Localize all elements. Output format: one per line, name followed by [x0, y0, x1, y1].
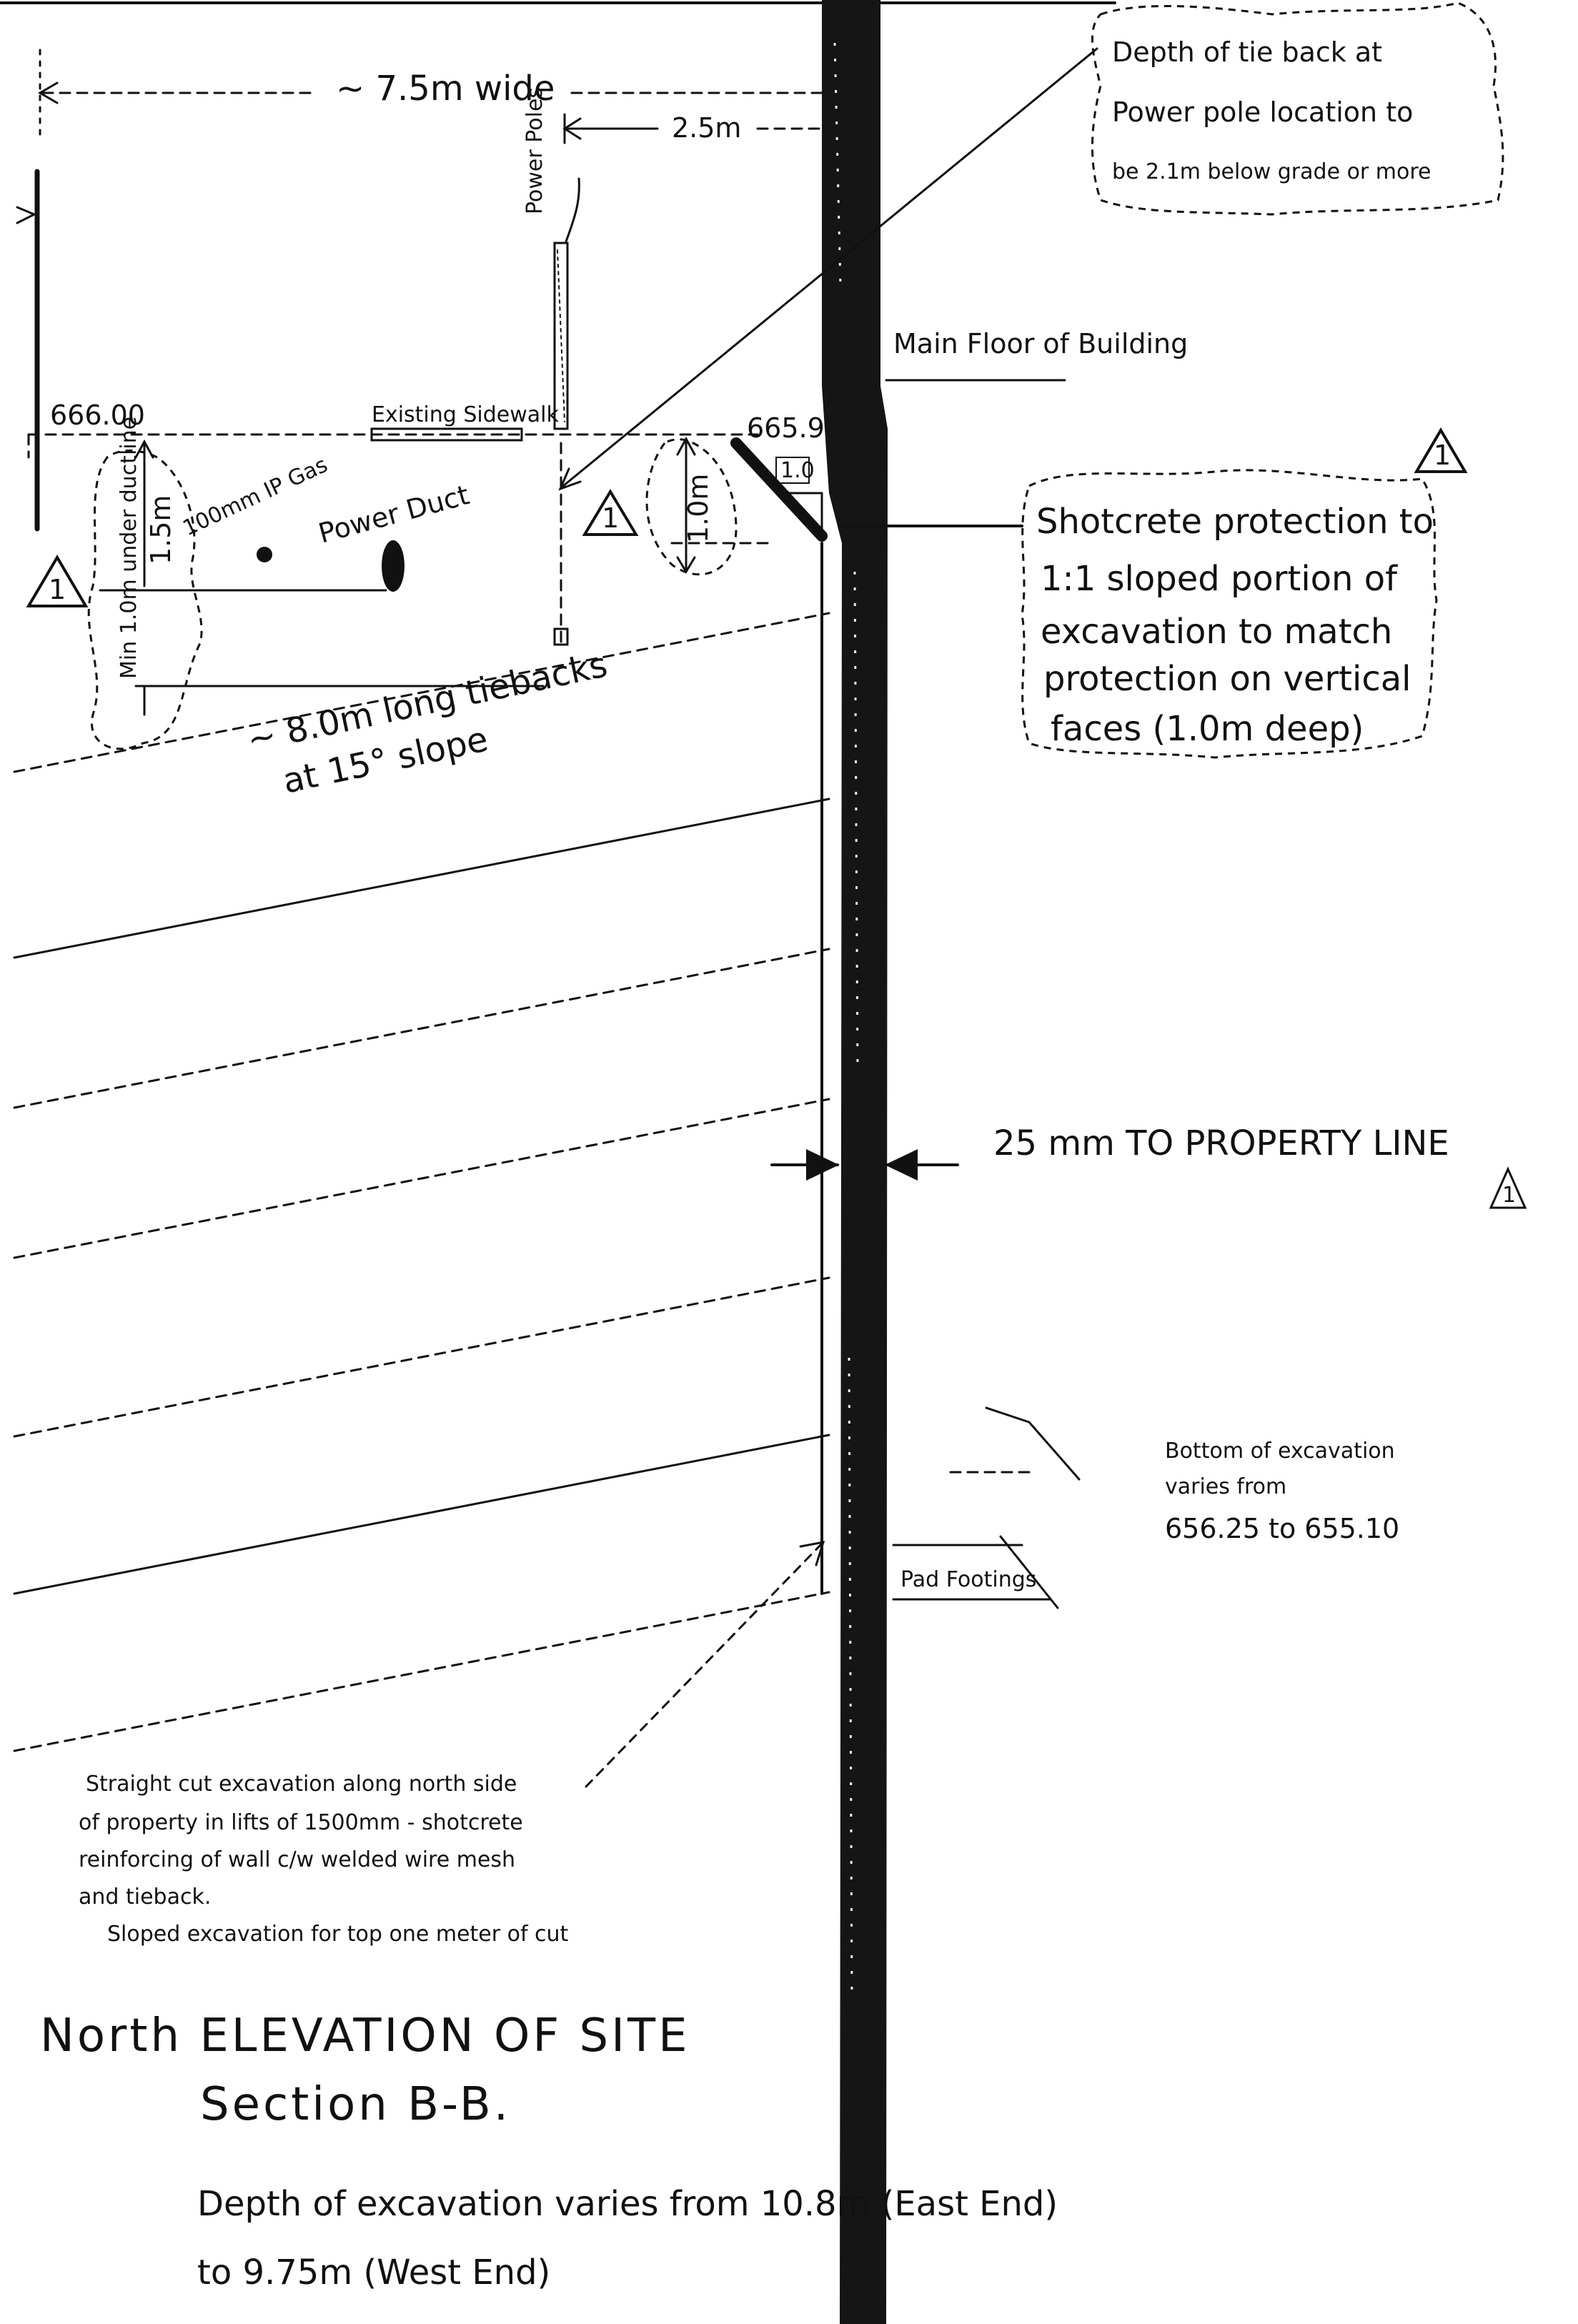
svg-text:1: 1 [1502, 1183, 1516, 1208]
straight-cut-note-line-1: Straight cut excavation along north side [86, 1772, 517, 1797]
sloped-height-cloud [645, 438, 738, 576]
straight-cut-arrow [799, 1541, 825, 1566]
slope-ratio-label: 1.0 [780, 458, 815, 483]
min-under-duct-cloud [87, 450, 203, 750]
shotcrete-note-line-4: protection on vertical [1043, 659, 1411, 699]
gas-line-label: 100mm IP Gas [179, 452, 332, 541]
excavation-bottom-marker [949, 1406, 1081, 1481]
revision-marker-2: 1 [582, 489, 639, 536]
revision-marker-3: 1 [1414, 427, 1468, 473]
sloped-height-label: 1.0m [683, 474, 714, 543]
power-pole [553, 177, 580, 646]
tieback-depth-leader [562, 47, 1098, 487]
revision-marker-4: 1 [1489, 1166, 1527, 1209]
left-boundary-arrow [16, 206, 37, 224]
slope-ratio-box [775, 457, 810, 484]
tieback-depth-note-cloud [1091, 1, 1504, 216]
existing-sidewalk-label: Existing Sidewalk [372, 402, 559, 427]
property-line-label: 25 mm TO PROPERTY LINE [993, 1123, 1449, 1163]
excavation-bottom-note-line-2: varies from [1165, 1474, 1286, 1499]
pad-footings-label: Pad Footings [900, 1567, 1036, 1592]
grade-elevation-right: 665.9 [747, 412, 825, 444]
power-poles-label: Power Poles [522, 87, 547, 214]
straight-cut-note-line-3: reinforcing of wall c/w welded wire mesh [79, 1847, 515, 1872]
shotcrete-note-line-3: excavation to match [1041, 612, 1392, 652]
straight-cut-note-line-2: of property in lifts of 1500mm - shotcre… [79, 1810, 523, 1835]
svg-text:1: 1 [49, 574, 66, 605]
grade-elevation-left: 666.00 [50, 399, 145, 431]
width-dimension-label: ~ 7.5m wide [336, 69, 555, 109]
sloped-excavation [730, 437, 828, 542]
width-dimension [38, 49, 823, 137]
excavation-bottom-note-line-1: Bottom of excavation [1165, 1439, 1395, 1464]
power-duct-symbol [382, 540, 405, 592]
shotcrete-note-line-1: Shotcrete protection to [1036, 502, 1434, 542]
property-line-dimension [770, 1149, 959, 1181]
shotcrete-note-cloud [1021, 469, 1438, 759]
drawing-title: North ELEVATION OF SITE [40, 2010, 690, 2062]
tiebacks [13, 612, 830, 1752]
pad-footings [892, 1535, 1059, 1609]
svg-text:1: 1 [602, 502, 619, 534]
main-floor-label: Main Floor of Building [893, 328, 1188, 359]
depth-dimension-label: 1.5m [145, 495, 177, 565]
tieback-depth-note-line-3: be 2.1m below grade or more [1112, 159, 1431, 184]
excavation-depth-line-2: to 9.75m (West End) [197, 2253, 550, 2293]
power-duct-label: Power Duct [315, 479, 472, 549]
excavation-depth-line-1: Depth of excavation varies from 10.8m (E… [197, 2184, 1058, 2224]
offset-dimension [562, 113, 823, 144]
straight-cut-note-line-5: Sloped excavation for top one meter of c… [107, 1922, 569, 1947]
shoring-wall [820, 0, 888, 2324]
existing-sidewalk [370, 427, 523, 442]
straight-cut-note-line-4: and tieback. [79, 1884, 211, 1910]
straight-cut-leader [585, 1542, 823, 1788]
gas-line-symbol [257, 547, 272, 562]
min-under-duct-label: Min 1.0m under ductline [116, 417, 142, 679]
drawing-section: Section B-B. [200, 2078, 511, 2131]
svg-text:1: 1 [1434, 440, 1451, 471]
shotcrete-note-line-5: faces (1.0m deep) [1051, 709, 1364, 749]
tieback-depth-note-line-1: Depth of tie back at [1112, 36, 1382, 68]
tieback-depth-arrow [558, 467, 582, 491]
tieback-depth-note-line-2: Power pole location to [1112, 96, 1413, 128]
offset-dimension-label: 2.5m [672, 112, 741, 144]
revision-marker-1: 1 [26, 555, 89, 607]
excavation-bottom-note-line-3: 656.25 to 655.10 [1165, 1513, 1399, 1544]
shotcrete-note-line-2: 1:1 sloped portion of [1041, 559, 1398, 599]
